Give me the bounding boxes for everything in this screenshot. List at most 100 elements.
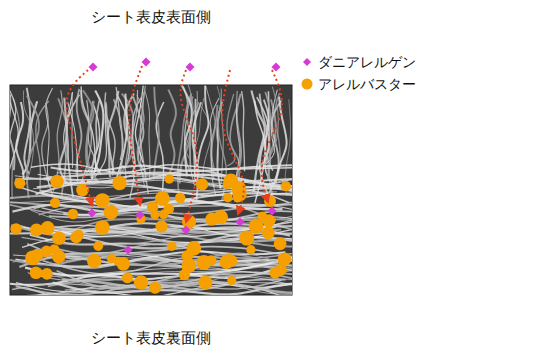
fiber [27, 96, 39, 199]
allerbuster-particle [155, 220, 167, 232]
allerbuster-particle [165, 174, 174, 183]
allerbuster-particle [196, 178, 208, 190]
allerbuster-particle [30, 223, 43, 236]
fiber [236, 91, 240, 178]
fiber [91, 99, 100, 177]
mite-allergen [142, 58, 151, 67]
fiber [108, 91, 119, 176]
fiber [257, 94, 269, 170]
allerbuster-particle [222, 254, 236, 268]
mite-allergen [268, 207, 277, 216]
fiber [62, 280, 292, 293]
allerbuster-particle [278, 252, 292, 266]
allerbuster-particle [281, 181, 291, 191]
fiber [251, 90, 264, 191]
allerbuster-particle [68, 209, 78, 219]
fiber [71, 93, 73, 168]
mite-allergen [236, 218, 245, 227]
fiber [23, 282, 292, 295]
legend-text: アレルバスター [318, 76, 416, 93]
allerbuster-particle [52, 232, 66, 246]
migration-arrows [67, 66, 282, 222]
allerbuster-particle [134, 275, 148, 289]
fiber [154, 87, 159, 179]
allerbuster-particle [31, 249, 43, 261]
migration-arrow [262, 70, 282, 202]
mite-allergen [88, 209, 97, 218]
allerbuster-particle [239, 231, 254, 246]
allerbuster-particle [274, 237, 287, 250]
allerbuster-particle [95, 220, 110, 235]
legend-text: ダニアレルゲン [318, 54, 416, 71]
allerbuster-particle [184, 259, 195, 270]
fiber [16, 102, 23, 187]
allerbuster-particle [149, 282, 161, 294]
allerbuster-particle [41, 268, 53, 280]
fiber [25, 258, 292, 276]
allerbuster-particle [186, 241, 201, 256]
fibers [10, 85, 292, 295]
mite-allergen [186, 63, 195, 72]
fiber [57, 275, 292, 290]
fiber [242, 91, 245, 171]
allerbuster-particle [246, 245, 255, 254]
allerbuster-particle [227, 276, 236, 285]
allerbuster-particle [95, 193, 110, 208]
legend-swatch [300, 77, 314, 91]
allerbuster-particle [179, 269, 190, 280]
fiber [186, 85, 193, 159]
mite-allergen [182, 226, 191, 235]
allerbuster-particle [155, 191, 170, 206]
allerbuster-particle [214, 210, 228, 224]
migration-arrow [222, 70, 244, 214]
particles [10, 58, 291, 294]
fiber [10, 95, 14, 170]
allerbuster-particle [159, 209, 169, 219]
allerbuster-particle [122, 272, 133, 283]
allerbuster-particle [264, 195, 276, 207]
mite-allergen [136, 211, 145, 220]
fiber [52, 173, 292, 184]
allerbuster-particle [223, 180, 232, 189]
allerbuster-particle [49, 244, 59, 254]
allerbuster-particle [112, 176, 126, 190]
legend-entry: ダニアレルゲン [300, 54, 416, 71]
allerbuster-particle [93, 241, 103, 251]
allerbuster-particle [14, 178, 25, 189]
fiber [182, 85, 193, 176]
allerbuster-particle [167, 241, 177, 251]
migration-arrow [181, 70, 198, 222]
allerbuster-particle [10, 223, 21, 234]
allerbuster-particle [30, 266, 43, 279]
fiber [264, 87, 278, 168]
allerbuster-particle [262, 226, 275, 239]
fiber [27, 244, 292, 259]
fiber [22, 101, 37, 174]
surface-label: シート表皮裏面側 [91, 329, 211, 347]
allerbuster-particle [223, 193, 233, 203]
allerbuster-particle [104, 205, 119, 220]
allerbuster-particle [198, 276, 212, 290]
allerbuster-particle [150, 210, 159, 219]
allerbuster-particle [249, 219, 264, 234]
allerbuster-particle [73, 230, 84, 241]
allerbuster-particle [182, 215, 196, 229]
fiber [227, 94, 235, 166]
fiber [168, 90, 176, 174]
surface-label: シート表皮表面側 [91, 8, 211, 26]
legend-swatch [300, 55, 314, 69]
fiber [60, 98, 67, 184]
migration-arrow [67, 70, 92, 205]
allerbuster-particle [175, 193, 186, 204]
allerbuster-particle [50, 175, 63, 188]
fiber [137, 86, 146, 183]
fiber [31, 164, 292, 173]
legend-entry: アレルバスター [300, 76, 416, 93]
mite-allergen [124, 246, 133, 255]
allerbuster-particle [50, 198, 60, 208]
allerbuster-particle [196, 255, 211, 270]
allerbuster-particle [87, 254, 101, 268]
migration-arrow [129, 66, 142, 205]
allerbuster-particle [117, 257, 131, 271]
